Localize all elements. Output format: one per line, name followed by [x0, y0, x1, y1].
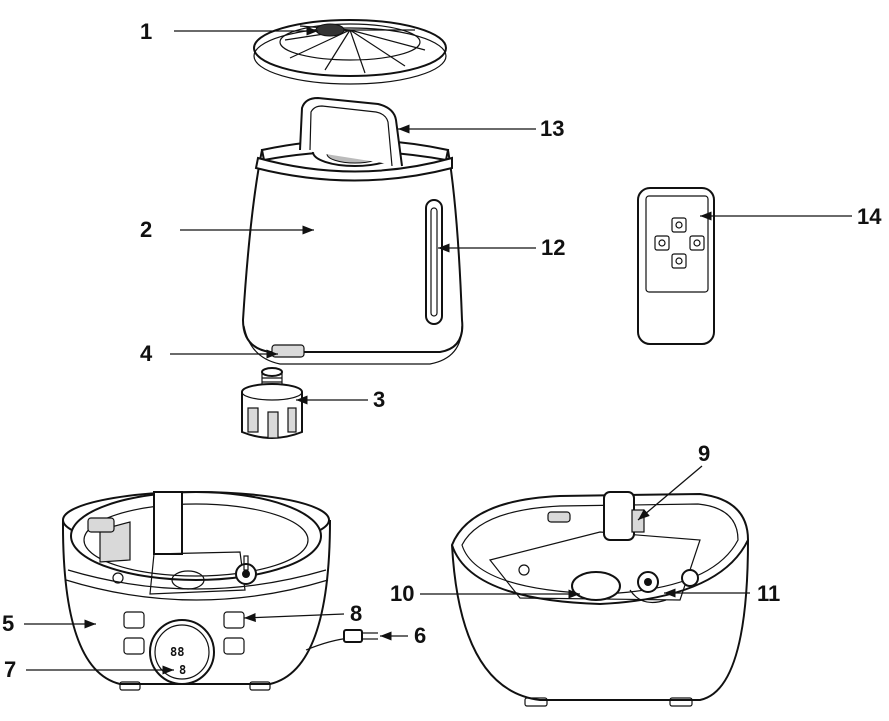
top-lid-part	[253, 19, 447, 85]
label-8: 8	[350, 601, 362, 626]
leader-lines	[24, 26, 852, 675]
filter-cartridge-part	[241, 367, 303, 439]
label-7: 7	[4, 657, 16, 682]
label-11: 11	[757, 581, 780, 606]
label-5: 5	[2, 611, 14, 636]
remote-control-part	[637, 187, 715, 345]
label-3: 3	[373, 387, 385, 412]
label-12: 12	[541, 235, 565, 260]
label-9: 9	[698, 441, 710, 466]
label-2: 2	[140, 217, 152, 242]
label-6: 6	[414, 623, 426, 648]
label-10: 10	[390, 581, 414, 606]
base-front-part	[61, 491, 378, 691]
display-digits: 88	[170, 645, 184, 659]
label-4: 4	[140, 341, 153, 366]
base-rear-part	[450, 491, 750, 707]
label-14: 14	[857, 204, 882, 229]
water-tank-part	[241, 96, 464, 365]
label-1: 1	[140, 19, 152, 44]
display-sub-digit: 8	[179, 663, 186, 677]
lcd-display: 88 8	[170, 645, 186, 677]
label-13: 13	[540, 116, 564, 141]
